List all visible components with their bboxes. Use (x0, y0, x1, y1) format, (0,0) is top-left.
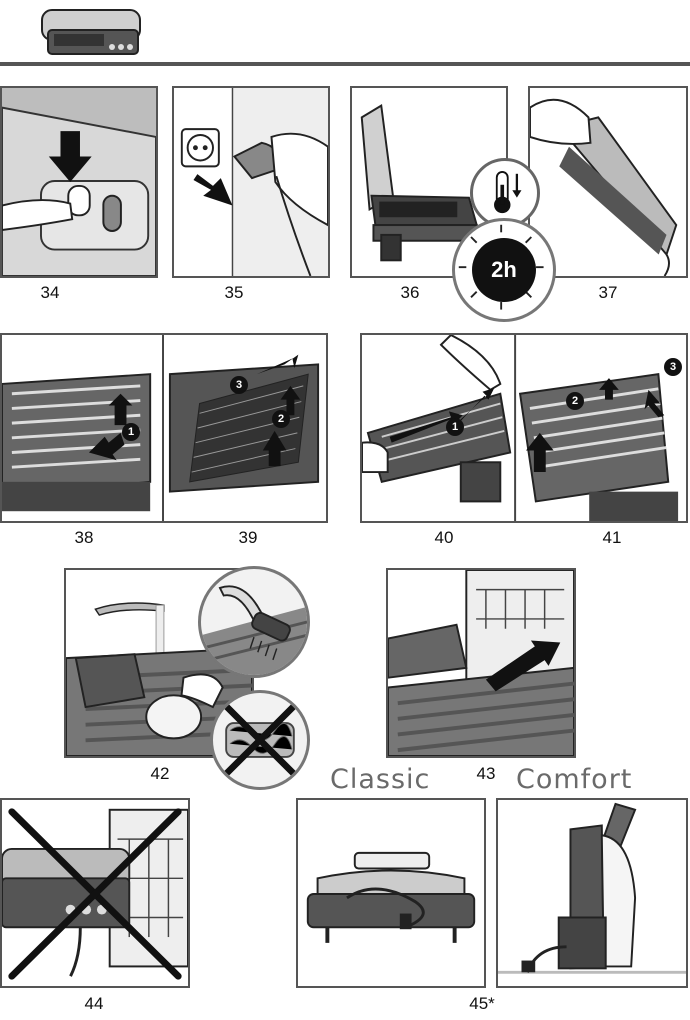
thermometer-icon (494, 171, 522, 214)
panel-step-37 (528, 86, 688, 278)
panel-step-40-41 (360, 333, 688, 523)
step-number-36: 36 (400, 283, 420, 302)
panel-step-45-comfort (496, 798, 688, 988)
step-badge-2: 2 (272, 410, 290, 428)
step-number-39: 39 (238, 528, 258, 547)
step-number-44: 44 (84, 994, 104, 1013)
step-number-43: 43 (476, 764, 496, 783)
variant-classic-label: Classic (330, 764, 431, 795)
step-number-40: 40 (434, 528, 454, 547)
brush-inset (198, 566, 310, 678)
step-badge-1b: 1 (446, 418, 464, 436)
step-badge-1: 1 (122, 423, 140, 441)
step-number-35: 35 (224, 283, 244, 302)
scourer-forbidden-inset (210, 690, 310, 790)
header-rule (0, 62, 690, 66)
timer-icon: 2h (452, 218, 556, 322)
panel-step-45-classic (296, 798, 486, 988)
variant-comfort-label: Comfort (516, 764, 633, 795)
step-number-34: 34 (40, 283, 60, 302)
step-number-42: 42 (150, 764, 170, 783)
cross-icon (222, 702, 298, 778)
step-number-45: 45* (469, 994, 495, 1013)
panel-step-44 (0, 798, 190, 988)
timer-label: 2h (472, 238, 536, 302)
step-number-41: 41 (602, 528, 622, 547)
header-grill-icon (38, 4, 144, 60)
panel-step-35 (172, 86, 330, 278)
panel-step-43 (386, 568, 576, 758)
step-number-37: 37 (598, 283, 618, 302)
step-badge-3: 3 (230, 376, 248, 394)
step-badge-2b: 2 (566, 392, 584, 410)
step-badge-3b: 3 (664, 358, 682, 376)
panel-step-38-39 (0, 333, 328, 523)
panel-step-34 (0, 86, 158, 278)
step-number-38: 38 (74, 528, 94, 547)
cross-icon (8, 808, 182, 980)
